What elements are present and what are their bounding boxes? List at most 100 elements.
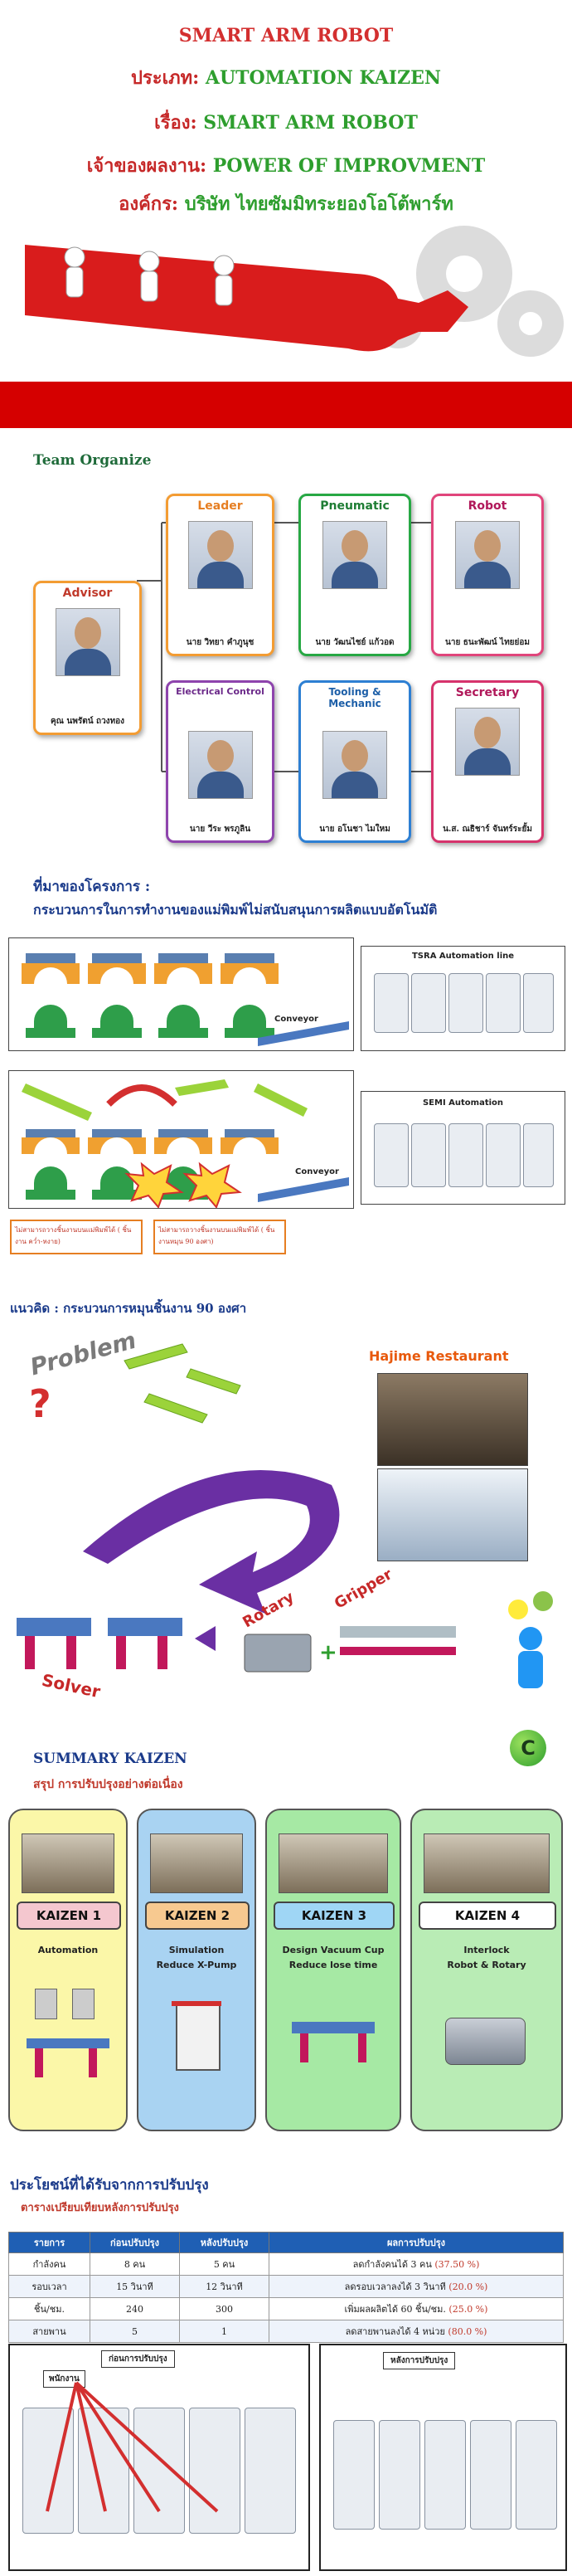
type-value: AUTOMATION KAIZEN: [205, 67, 442, 89]
advisor-photo: [55, 608, 120, 676]
workers-figure: [64, 246, 235, 306]
tsra-label: TSRA Automation line: [411, 952, 515, 961]
idea-person-icon: [519, 1627, 542, 1650]
org-value: บริษัท ไทยซัมมิทระยองโอโต้พาร์ท: [184, 193, 453, 215]
after-improvement-panel: หลังการปรับปรุง: [319, 2344, 567, 2571]
member-photo: [322, 521, 387, 589]
summary-subtitle: สรุป การปรับปรุงอย่างต่อเนื่อง: [33, 1778, 183, 1791]
member-card-pneumatic: Pneumatic นาย วัฒนไชย์ แก้วอด: [298, 494, 411, 656]
member-name: นาย อโนชา ไมใหม: [319, 825, 390, 834]
rotary-actuator-icon: [244, 1634, 312, 1673]
tsra-line-panel: TSRA Automation line: [361, 946, 565, 1051]
kaizen-photo: [22, 1833, 114, 1893]
kaizen-tag: KAIZEN 2: [145, 1902, 250, 1930]
die-problem-panel-2: Conveyor: [8, 1070, 354, 1209]
subject-line: เรื่อง: SMART ARM ROBOT: [0, 108, 572, 137]
robot-arm-photo: [377, 1468, 528, 1561]
org-label: องค์กร:: [119, 193, 179, 215]
member-name: นาย วีระ พรภูลิน: [189, 825, 251, 834]
advisor-role: Advisor: [62, 587, 113, 600]
summary-badge: C: [510, 1730, 546, 1766]
member-card-tooling: Tooling & Mechanic นาย อโนชา ไมใหม: [298, 680, 411, 843]
member-role: Robot: [468, 499, 507, 513]
plus-icon: +: [319, 1640, 337, 1665]
benefits-title: ประโยชน์ที่ได้รับจากการปรับปรุง: [10, 2177, 209, 2194]
conveyor-label: Conveyor: [274, 1015, 318, 1024]
member-role: Pneumatic: [320, 499, 390, 513]
kaizen-photo: [150, 1833, 243, 1893]
member-card-electrical: Electrical Control นาย วีระ พรภูลิน: [166, 680, 274, 843]
col-before: ก่อนปรับปรุง: [90, 2232, 180, 2253]
member-photo: [455, 521, 520, 589]
kaizen-tag: KAIZEN 3: [274, 1902, 395, 1930]
kaizen-desc: Automation: [37, 1945, 99, 1955]
kaizen-photo: [424, 1833, 550, 1893]
lightbulb-icon: [508, 1600, 528, 1619]
collision-burst-icon: [182, 1161, 242, 1209]
table-header-row: รายการ ก่อนปรับปรุง หลังปรับปรุง ผลการปร…: [8, 2232, 564, 2253]
lightbulb-icon: [533, 1591, 553, 1611]
subject-value: SMART ARM ROBOT: [203, 112, 418, 134]
col-result: ผลการปรับปรุง: [269, 2232, 564, 2253]
worker-arrows: [46, 2381, 219, 2513]
question-mark-icon: ?: [29, 1381, 51, 1426]
subject-label: เรื่อง:: [154, 112, 197, 134]
team-connectors: [137, 522, 431, 772]
die-problem-panel-1: Conveyor: [8, 937, 354, 1051]
member-name: น.ส. ณธิชาร์ จันทร์ระยั้ม: [443, 825, 532, 834]
col-item: รายการ: [8, 2232, 90, 2253]
page-title: SMART ARM ROBOT: [0, 25, 572, 46]
member-role: Tooling & Mechanic: [328, 686, 381, 709]
member-role: Leader: [197, 499, 243, 513]
kaizen-tag: KAIZEN 1: [17, 1902, 121, 1930]
semi-line-panel: SEMI Automation: [361, 1091, 565, 1205]
rotary-actuator-icon: [445, 2018, 526, 2065]
curved-arrow-icon: [83, 1470, 340, 1614]
after-label: หลังการปรับปรุง: [383, 2352, 456, 2369]
before-improvement-panel: ก่อนการปรับปรุง พนักงาน: [8, 2344, 310, 2571]
collision-burst-icon: [124, 1161, 184, 1209]
conveyor-label: Conveyor: [295, 1167, 339, 1176]
comparison-table: รายการ ก่อนปรับปรุง หลังปรับปรุง ผลการปร…: [8, 2232, 564, 2343]
type-line: ประเภท: AUTOMATION KAIZEN: [0, 63, 572, 92]
member-name: นาย วัฒนไชย์ แก้วอด: [315, 638, 395, 647]
problem-parts-illustration: [124, 1343, 241, 1424]
background-title: ที่มาของโครงการ :: [33, 879, 151, 895]
note-flip: ไม่สามารถวางชิ้นงานบนแม่พิมพ์ได้ ( ชิ้นง…: [10, 1220, 143, 1254]
member-photo: [187, 731, 253, 799]
team-title: Team Organize: [33, 452, 152, 469]
advisor-name: คุณ นพรัตน์ ถวงทอง: [50, 717, 125, 726]
semi-label: SEMI Automation: [422, 1098, 504, 1108]
member-photo: [455, 708, 520, 776]
restaurant-photo: [377, 1373, 528, 1466]
concept-curve-arrow: [83, 1470, 340, 1614]
red-banner: [0, 382, 572, 428]
col-after: หลังปรับปรุง: [179, 2232, 269, 2253]
kaizen-tag: KAIZEN 4: [419, 1902, 556, 1930]
member-role: Electrical Control: [176, 686, 264, 697]
advisor-card: Advisor คุณ นพรัตน์ ถวงทอง: [33, 581, 142, 735]
kaizen-card-1: KAIZEN 1 Automation: [8, 1809, 128, 2131]
restaurant-label: Hajime Restaurant: [369, 1348, 509, 1364]
solver-illustration: +: [17, 1591, 553, 1688]
org-line: องค์กร: บริษัท ไทยซัมมิทระยองโอโต้พาร์ท: [0, 189, 572, 218]
die-rotation-diagram: [22, 1079, 349, 1209]
robot-machine-figure: [17, 1618, 182, 1669]
owner-value: POWER OF IMPROVMENT: [212, 155, 486, 177]
title-text: SMART ARM ROBOT: [178, 25, 394, 46]
note-rotate: ไม่สามารถวางชิ้นงานบนแม่พิมพ์ได้ ( ชิ้นง…: [153, 1220, 286, 1254]
kaizen-photo: [279, 1833, 388, 1893]
member-role: Secretary: [455, 686, 520, 699]
member-card-secretary: Secretary น.ส. ณธิชาร์ จันทร์ระยั้ม: [431, 680, 544, 843]
die-diagram: [22, 953, 349, 1046]
arrow-left-icon: [195, 1626, 216, 1651]
